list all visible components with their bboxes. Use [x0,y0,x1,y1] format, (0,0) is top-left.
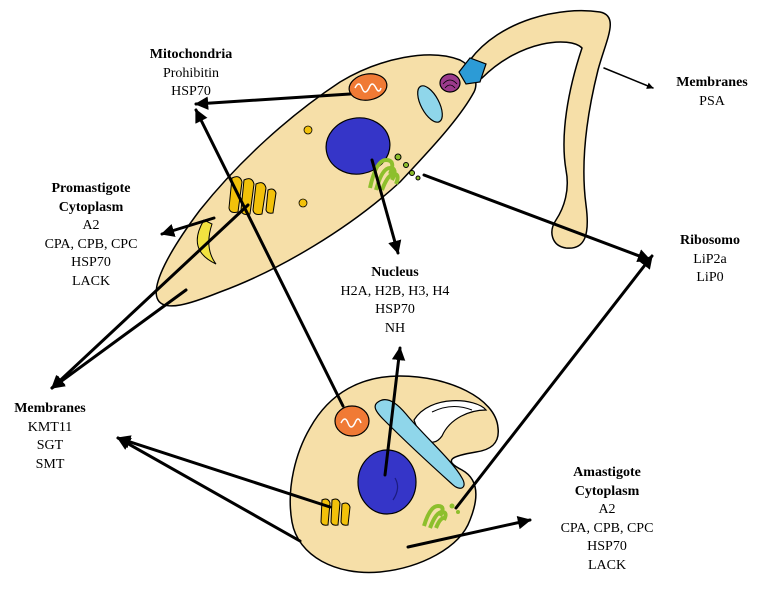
label-item: LiP0 [696,270,724,285]
endoplasmic-promastigote [368,153,421,191]
arrow-golgi-promastigote-cytoplasm [160,216,216,237]
label-title: Nucleus [371,265,419,280]
label-item: LACK [587,557,627,573]
arrow-nucleus-ama [383,346,406,477]
label-membranes-flagellum: Membranes PSA [662,74,762,111]
label-item: HSP70 [71,255,111,270]
flagellum [469,9,611,249]
label-item: LiP2a [693,251,727,267]
mitochondrion-promastigote [348,73,388,101]
basal-body [458,57,487,85]
label-ribosome: Ribosomo LiP2a LiP0 [660,232,760,288]
arrow-nucleus-pro [370,158,402,255]
mitochondrion-amastigote [334,405,370,437]
vesicle-dot [298,198,308,208]
arrow-golgi-membranes-left [50,203,250,390]
label-title: Ribosomo [680,233,740,248]
label-promastigote-cytoplasm: Promastigote Cytoplasm A2 CPA, CPB, CPC … [26,180,156,291]
label-item: SGT [36,438,64,453]
arrow-body-membranes-left [50,288,188,390]
label-item: KMT11 [27,419,73,435]
label-title: Promastigote [51,181,131,196]
label-title: Amastigote [573,465,641,480]
cyan-organelle [417,85,443,123]
arrow-mito-ama [194,108,345,408]
label-membranes-left: Membranes KMT11 SGT SMT [0,400,100,474]
label-title: Cytoplasm [58,199,124,215]
nucleus-promastigote [325,117,391,175]
label-title: Mitochondria [149,47,233,62]
vesicle-dot [303,125,313,135]
label-item: SMT [35,456,65,472]
label-title: Membranes [676,75,748,90]
endoplasmic-amastigote [422,503,460,529]
arrow-amastigote-cytoplasm [406,516,532,549]
promastigote-body [155,54,477,307]
arrow-er-ribosome-ama [454,254,654,510]
cyan-organelle-amastigote [374,399,465,489]
promastigote-cell [155,9,611,307]
arrow-flagellum-membranes [603,67,654,89]
label-item: PSA [699,93,725,109]
kinetoplast [439,73,461,93]
amastigote-cell [289,375,499,574]
label-amastigote-cytoplasm: Amastigote Cytoplasm A2 CPA, CPB, CPC HS… [542,464,672,575]
label-title: Membranes [14,401,86,416]
arrow-er-ribosome-pro [422,173,652,263]
label-item: HSP70 [171,84,211,99]
label-item: A2 [82,218,100,233]
label-item: NH [384,320,406,336]
label-title: Cytoplasm [574,483,640,499]
arrow-mito-pro [194,92,352,110]
label-mitochondria: Mitochondria Prohibitin HSP70 [126,46,256,102]
label-nucleus: Nucleus H2A, H2B, H3, H4 HSP70 NH [320,264,470,338]
arrow-golgi-membranes-left-ama [116,435,332,509]
label-item: Prohibitin [162,65,219,81]
label-item: HSP70 [375,302,415,317]
label-item: H2A, H2B, H3, H4 [340,283,450,299]
label-item: HSP70 [587,539,627,554]
arrow-body-membranes-left-ama [116,436,302,543]
golgi-amastigote [320,498,351,526]
label-item: CPA, CPB, CPC [560,520,654,536]
label-item: A2 [598,502,616,517]
label-item: LACK [71,273,111,289]
label-item: CPA, CPB, CPC [44,236,138,252]
arrows [50,67,654,549]
